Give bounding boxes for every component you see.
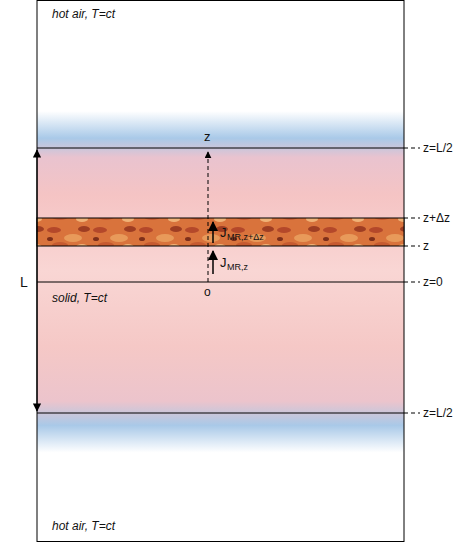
region-label: hot air, T=ct (52, 520, 115, 532)
axis-label: z (204, 130, 211, 143)
flux-label: J (220, 256, 227, 269)
flux-subscript: MR,z+Δz (227, 233, 264, 242)
solid-slab (37, 218, 404, 246)
flux-arrow (212, 251, 214, 274)
dimension-label: L (20, 275, 28, 289)
z-axis (208, 152, 209, 282)
level-label: z=0 (423, 276, 443, 288)
level-label: z=L/2 (423, 142, 453, 154)
region-label: hot air, T=ct (52, 8, 115, 20)
flux-label: J (220, 226, 227, 239)
flux-subscript: MR,z (227, 263, 248, 272)
leader-lines (404, 148, 420, 413)
level-lines (37, 148, 404, 413)
domain-border (37, 1, 404, 542)
level-label: z (423, 240, 429, 252)
region-label: solid, T=ct (52, 292, 107, 304)
level-label: z+Δz (423, 212, 450, 224)
flux-arrow (212, 222, 214, 243)
origin-label: o (204, 286, 211, 298)
length-arrow (36, 150, 37, 411)
level-label: z=L/2 (423, 407, 453, 419)
